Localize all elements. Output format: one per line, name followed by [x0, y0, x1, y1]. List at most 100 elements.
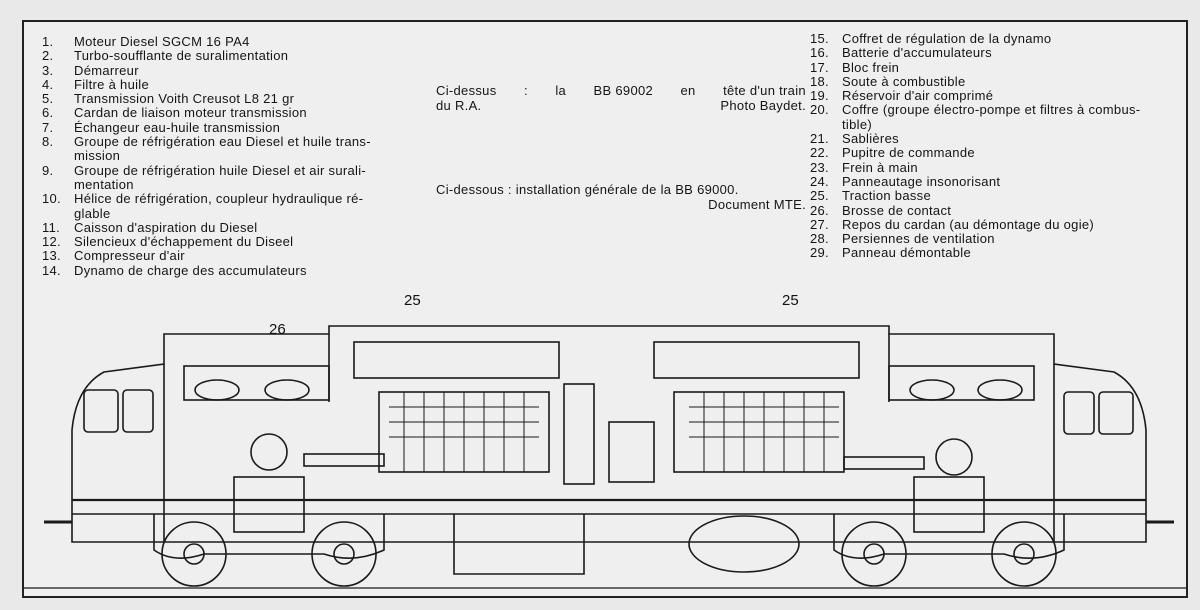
legend-number: 1. — [42, 34, 54, 49]
legend-number: 16. — [810, 45, 829, 61]
legend-text-continued: glable — [74, 205, 111, 221]
caption-photo: Ci-dessus : la BB 69002 en tête d'un tra… — [436, 83, 806, 113]
legend-item: 2. Turbo-soufflante de suralimentation — [42, 48, 371, 64]
legend-item: 26. Brosse de contact — [810, 202, 1140, 218]
legend-text: Dynamo de charge des accumulateurs — [74, 262, 307, 278]
legend-number: 23. — [810, 159, 829, 175]
caption-credit: Document MTE. — [708, 197, 806, 212]
legend-number: 19. — [810, 88, 829, 104]
legend-number: 4. — [42, 76, 54, 92]
legend-text: Groupe de réfrigération eau Diesel et hu… — [74, 134, 371, 150]
legend-text: Persiennes de ventilation — [842, 231, 995, 247]
legend-item: 8. Groupe de réfrigération eau Diesel et … — [42, 134, 371, 150]
legend-item: 12. Silencieux d'échappement du Diseel — [42, 234, 371, 250]
legend-left: 1. Moteur Diesel SGCM 16 PA4 2. Turbo-souff… — [42, 34, 371, 278]
callout-26: 26 — [269, 321, 286, 338]
legend-text: Cardan de liaison moteur transmission — [74, 105, 307, 121]
legend-text: Coffret de régulation de la dynamo — [842, 31, 1052, 46]
callout-25: 25 — [404, 292, 421, 309]
caption-word: Ci-dessus — [436, 83, 497, 98]
legend-text: Compresseur d'air — [74, 248, 185, 264]
legend-number: 8. — [42, 134, 54, 150]
caption-word: la — [555, 83, 567, 98]
legend-item: 19. Réservoir d'air comprimé — [810, 88, 1140, 104]
legend-item: 10. Hélice de réfrigération, coupleur hyd… — [42, 191, 371, 207]
legend-number: 14. — [42, 262, 61, 278]
legend-number: 5. — [42, 91, 54, 107]
callout-labels: 1122334556677889910101010111112121212131… — [269, 292, 799, 338]
legend-text: Transmission Voith Creusot L8 21 gr — [74, 91, 295, 107]
legend-text: Silencieux d'échappement du Diseel — [74, 234, 294, 250]
legend-text: Sablières — [842, 131, 899, 147]
legend-item: 21. Sablières — [810, 131, 1140, 147]
legend-number: 12. — [42, 234, 61, 250]
legend-text: Brosse de contact — [842, 202, 952, 218]
legend-text: Réservoir d'air comprimé — [842, 88, 994, 104]
legend-item: 27. Repos du cardan (au démontage du ogie… — [810, 216, 1140, 232]
legend-number: 9. — [42, 162, 54, 178]
bogie-left — [153, 514, 385, 587]
legend-number: 28. — [810, 231, 829, 247]
legend-text: Hélice de réfrigération, coupleur hydrau… — [74, 191, 364, 207]
caption-word: en — [680, 83, 696, 98]
legend-number: 7. — [42, 119, 54, 135]
legend-item: 29. Panneau démontable — [810, 245, 1140, 261]
legend-item: 18. Soute à combustible — [810, 73, 1140, 89]
legend-number: 15. — [810, 31, 829, 46]
legend-number: 26. — [810, 202, 829, 218]
legend-item: 1. Moteur Diesel SGCM 16 PA4 — [42, 34, 371, 49]
caption-word: tête d'un train — [723, 83, 806, 98]
legend-text-continued: tible) — [842, 116, 872, 132]
legend-number: 20. — [810, 102, 829, 118]
legend-item: 20. Coffre (groupe électro-pompe et filtr… — [810, 102, 1141, 118]
legend-number: 24. — [810, 173, 829, 189]
caption-word: : — [523, 83, 528, 98]
legend-number: 2. — [42, 48, 54, 64]
caption-word: BB 69002 — [593, 83, 654, 98]
legend-text-continued: mission — [74, 148, 121, 164]
legend-item: 28. Persiennes de ventilation — [810, 231, 1140, 247]
caption-word: du R.A. — [436, 98, 482, 113]
legend-text: Démarreur — [74, 62, 139, 78]
legend-text: Caisson d'aspiration du Diesel — [74, 219, 258, 235]
caption-credit: Photo Baydet. — [720, 98, 806, 113]
legend-item: 17. Bloc frein — [810, 59, 1140, 75]
legend-text: Filtre à huile — [74, 76, 150, 92]
legend-item: 3.Démarreur — [42, 62, 371, 78]
legend-number: 27. — [810, 216, 829, 232]
legend-item: 15. Coffret de régulation de la dynamo — [810, 31, 1140, 46]
legend-text-continued: mentation — [74, 176, 134, 192]
legend-number: 10. — [42, 191, 61, 207]
legend-text: Moteur Diesel SGCM 16 PA4 — [74, 34, 250, 49]
legend-text: Bloc frein — [842, 59, 900, 75]
legend-number: 21. — [810, 131, 829, 147]
legend-item: 14. Dynamo de charge des accumulateurs — [42, 262, 371, 278]
legend-item: 16.Batterie d'accumulateurs — [810, 45, 1140, 61]
legend-item: 6.Cardan de liaison moteur transmission — [42, 105, 371, 121]
legend-text: Traction basse — [842, 188, 931, 204]
legend-text: Turbo-soufflante de suralimentation — [74, 48, 289, 64]
legend-text: Groupe de réfrigération huile Diesel et … — [74, 162, 367, 178]
callout-25: 25 — [782, 292, 799, 309]
legend-text: Repos du cardan (au démontage du ogie) — [842, 216, 1095, 232]
legend-text: Échangeur eau-huile transmission — [74, 119, 281, 135]
legend-number: 18. — [810, 73, 829, 89]
legend-number: 29. — [810, 245, 829, 261]
legend-text: Soute à combustible — [842, 73, 966, 89]
caption-diagram: Ci-dessous : installation générale de la… — [436, 182, 806, 212]
legend-item: 11. Caisson d'aspiration du Diesel — [42, 219, 371, 235]
legend-item: 24. Panneautage insonorisant — [810, 173, 1140, 189]
legend-number: 11. — [42, 219, 61, 235]
legend-item: 4. Filtre à huile — [42, 76, 371, 92]
legend-text: Frein à main — [842, 159, 918, 175]
legend-text: Panneautage insonorisant — [842, 173, 1001, 189]
legend-number: 17. — [810, 59, 829, 75]
legend-text: Panneau démontable — [842, 245, 972, 261]
legend-item: 9. Groupe de réfrigération huile Diesel e… — [42, 162, 371, 178]
legend-item: 25.Traction basse — [810, 188, 1140, 204]
legend-item: 23. Frein à main — [810, 159, 1140, 175]
bogie-right — [833, 514, 1065, 587]
legend-text: Coffre (groupe électro-pompe et filtres … — [842, 102, 1141, 118]
caption-line: Ci-dessous : installation générale de la… — [436, 182, 739, 197]
